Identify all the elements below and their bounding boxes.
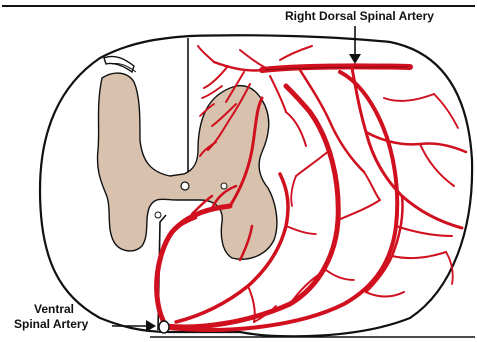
small-vessel-dot xyxy=(221,183,227,189)
central-canal xyxy=(181,182,189,190)
small-vessel-dot-2 xyxy=(155,212,161,218)
ventral-spinal-artery-label-line1: Ventral xyxy=(34,303,74,316)
ventral-spinal-artery-label-line2: Spinal Artery xyxy=(14,318,88,331)
right-dorsal-spinal-artery-label: Right Dorsal Spinal Artery xyxy=(285,10,434,23)
ventral-artery-cut-end xyxy=(159,321,169,333)
